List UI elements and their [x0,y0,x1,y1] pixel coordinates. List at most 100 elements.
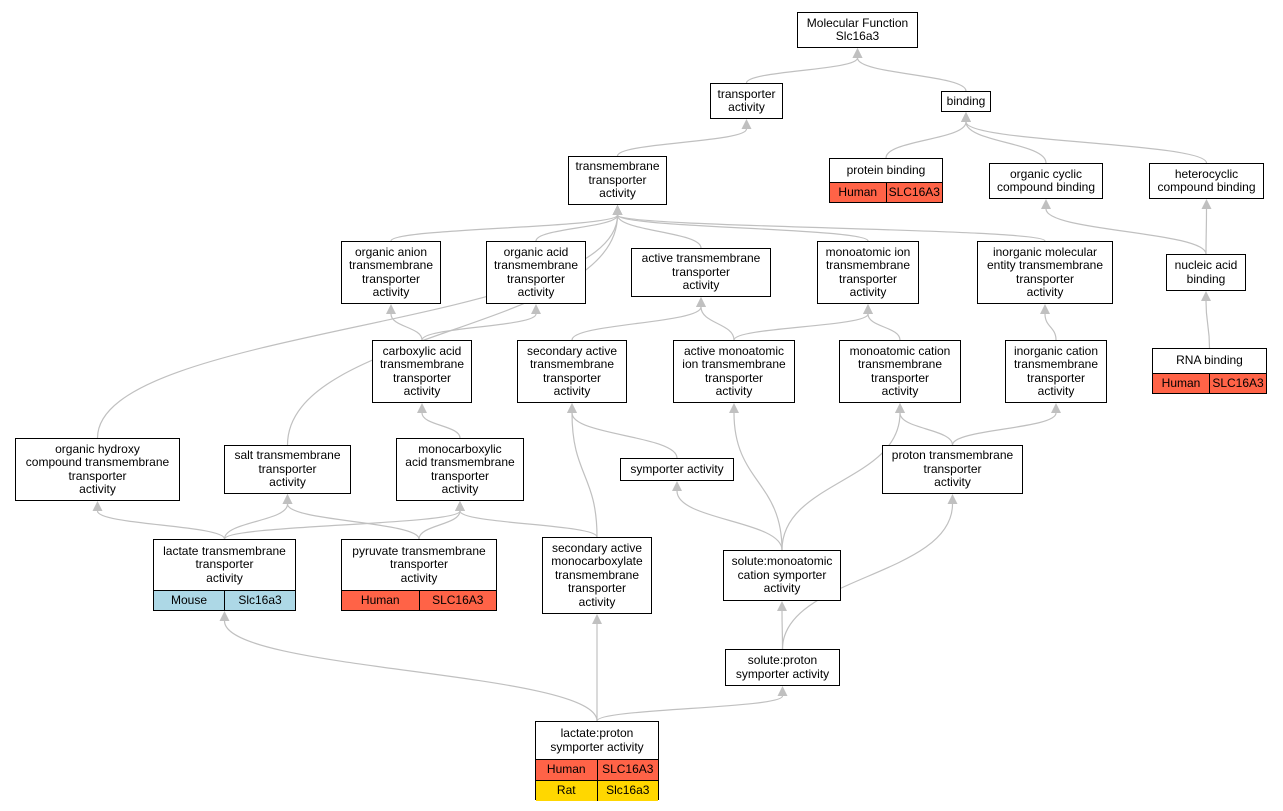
edge-line [421,412,461,439]
edge-line [1044,313,1057,341]
edge-arrowhead [852,48,863,58]
node-label: organic anion transmembrane transporter … [348,244,434,299]
node-protein-binding[interactable]: protein binding Human SLC16A3 [829,158,943,203]
edge-line [616,128,748,157]
edge-line [390,313,423,341]
edge-line [733,313,869,341]
annotation-row: Human SLC16A3 [536,759,658,780]
species-cell: Human [342,591,419,610]
gene-cell: Slc16a3 [596,781,658,801]
gene-cell: SLC16A3 [418,591,496,610]
node-secondary-active-transporter[interactable]: secondary active transmembrane transport… [517,340,627,403]
edge-line [616,214,1046,242]
node-label: Molecular Function Slc16a3 [806,15,909,43]
node-transporter-activity[interactable]: transporter activity [710,83,783,119]
edge-line [700,306,735,341]
edge-arrowhead [612,205,623,215]
edge-arrowhead [531,304,541,314]
node-label: monoatomic ion transmembrane transporter… [825,244,911,299]
node-carboxylic-acid-transporter[interactable]: carboxylic acid transmembrane transporte… [372,340,472,403]
edge-line [951,412,1057,446]
node-label: transporter activity [717,86,776,114]
edge-line [1205,208,1208,255]
node-heterocyclic-compound-binding[interactable]: heterocyclic compound binding [1149,163,1264,199]
gene-cell: Slc16a3 [224,591,295,610]
node-label: organic hydroxy compound transmembrane t… [25,441,170,496]
node-molecular-function[interactable]: Molecular Function Slc16a3 [797,12,918,48]
edge-line [223,503,289,540]
node-lactate-proton-symporter[interactable]: lactate:proton symporter activity Human … [535,721,659,801]
node-label: active transmembrane transporter activit… [641,251,761,293]
edge-line [596,695,784,722]
node-transmembrane-transporter-activity[interactable]: transmembrane transporter activity [568,156,667,205]
node-solute-proton-symporter[interactable]: solute:proton symporter activity [725,649,840,686]
species-cell: Human [1153,374,1209,393]
node-label: nucleic acid binding [1174,258,1238,286]
node-organic-anion-transporter[interactable]: organic anion transmembrane transporter … [341,241,441,304]
node-label: transmembrane transporter activity [575,159,660,201]
node-label: protein binding [846,162,926,177]
node-monoatomic-ion-transporter[interactable]: monoatomic ion transmembrane transporter… [817,241,919,304]
edge-line [571,306,702,341]
edge-arrowhead [219,611,230,621]
species-cell: Human [536,760,597,780]
node-active-monoatomic-ion-transporter[interactable]: active monoatomic ion transmembrane tran… [673,340,795,403]
edge-arrowhead [1201,199,1212,209]
node-lactate-transmembrane-transporter[interactable]: lactate transmembrane transporter activi… [153,539,296,611]
edge-arrowhead [567,403,577,413]
node-label: active monoatomic ion transmembrane tran… [682,343,786,398]
node-label: secondary active monocarboxylate transme… [551,540,643,609]
node-inorganic-cation-transporter[interactable]: inorganic cation transmembrane transport… [1005,340,1107,403]
node-inorganic-molecular-entity-transporter[interactable]: inorganic molecular entity transmembrane… [977,241,1113,304]
gene-cell: SLC16A3 [885,183,942,202]
node-binding[interactable]: binding [941,91,991,112]
edge-line [856,57,967,92]
node-label: organic cyclic compound binding [996,166,1096,194]
edge-line [390,214,619,242]
edge-arrowhead [386,304,396,314]
edge-line [1205,300,1211,349]
species-cell: Rat [536,781,597,801]
node-monocarboxylic-acid-transporter[interactable]: monocarboxylic acid transmembrane transp… [396,438,524,501]
node-organic-acid-transporter[interactable]: organic acid transmembrane transporter a… [486,241,586,304]
node-organic-cyclic-compound-binding[interactable]: organic cyclic compound binding [989,163,1103,199]
edge-line [616,214,869,242]
node-organic-hydroxy-compound-transporter[interactable]: organic hydroxy compound transmembrane t… [15,438,180,501]
node-label: salt transmembrane transporter activity [234,448,341,490]
node-label: monocarboxylic acid transmembrane transp… [405,441,515,496]
node-secondary-active-monocarboxylate-transporter[interactable]: secondary active monocarboxylate transme… [542,537,652,614]
edge-line [571,412,678,459]
edge-arrowhead [282,494,293,504]
annotation-row: Human SLC16A3 [830,182,942,202]
node-label: monoatomic cation transmembrane transpor… [849,343,951,398]
edge-line [418,510,461,540]
edge-arrowhead [947,494,958,504]
edge-line [781,412,901,551]
node-pyruvate-transmembrane-transporter[interactable]: pyruvate transmembrane transporter activ… [341,539,497,611]
edge-line [885,121,967,159]
node-monoatomic-cation-transporter[interactable]: monoatomic cation transmembrane transpor… [839,340,961,403]
edge-arrowhead [961,112,971,122]
edge-arrowhead [1201,291,1211,301]
gene-cell: SLC16A3 [1209,374,1266,393]
node-nucleic-acid-binding[interactable]: nucleic acid binding [1166,254,1246,291]
node-rna-binding[interactable]: RNA binding Human SLC16A3 [1152,348,1267,394]
node-solute-monoatomic-cation-symporter[interactable]: solute:monoatomic cation symporter activ… [723,550,841,601]
node-active-transmembrane-transporter[interactable]: active transmembrane transporter activit… [631,248,771,297]
node-label: symporter activity [630,461,724,476]
edge-line [867,313,901,341]
edge-arrowhead [1051,403,1061,413]
edge-line [899,412,954,446]
node-symporter-activity[interactable]: symporter activity [620,458,734,481]
node-proton-transmembrane-transporter[interactable]: proton transmembrane transporter activit… [882,445,1023,494]
node-label: RNA binding [1176,353,1243,368]
node-label: proton transmembrane transporter activit… [891,448,1014,490]
node-label: solute:proton symporter activity [735,653,830,681]
edge-line [733,412,783,551]
edge-line [616,214,702,249]
edge-arrowhead [729,403,739,413]
edge-arrowhead [777,601,787,611]
node-salt-transmembrane-transporter[interactable]: salt transmembrane transporter activity [224,445,351,494]
node-label: inorganic molecular entity transmembrane… [986,244,1104,299]
node-label: lactate:proton symporter activity [550,726,644,754]
